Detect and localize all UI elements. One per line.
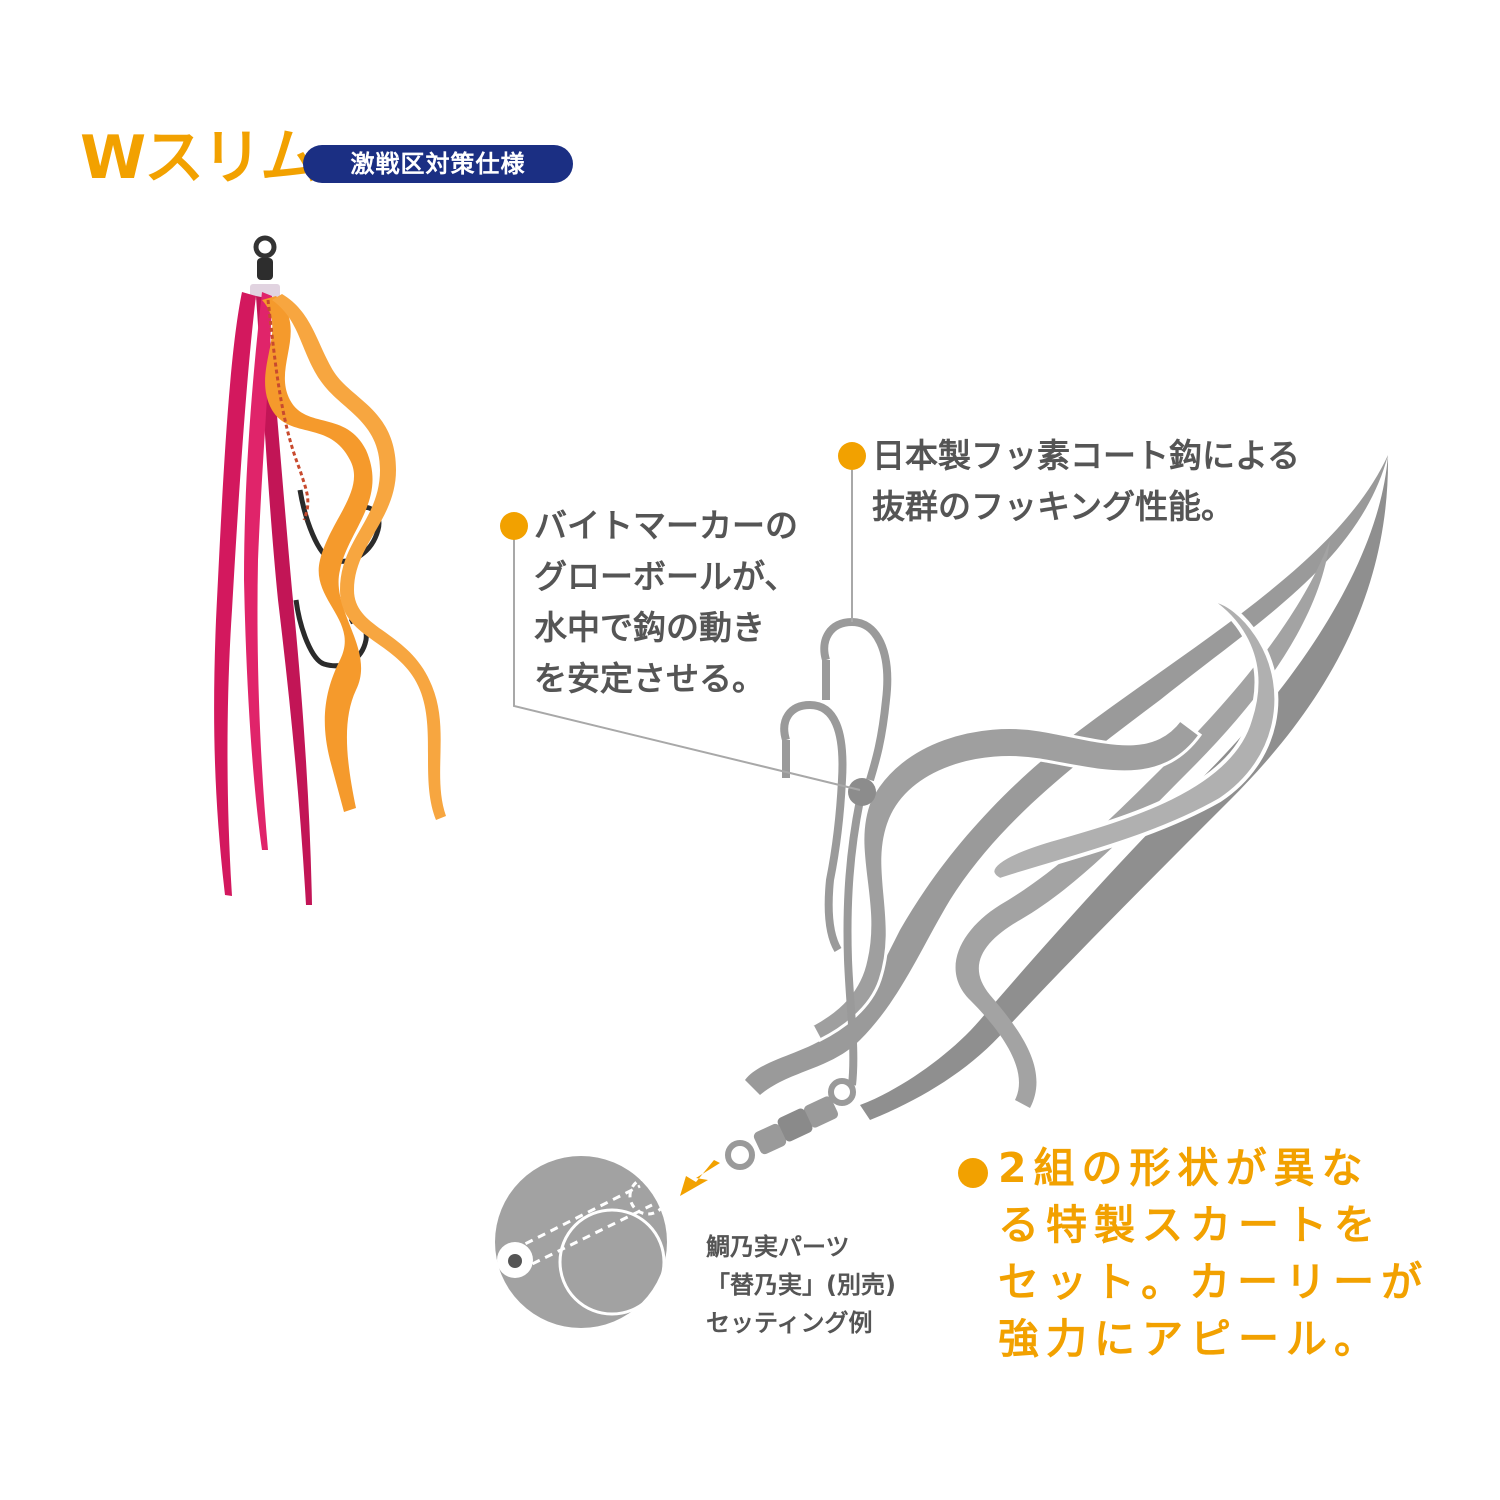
skirt-diagram	[495, 455, 1389, 1328]
bullet-dot-icon	[958, 1158, 988, 1188]
leader-lines	[513, 470, 861, 791]
callout-line: を安定させる。	[534, 659, 765, 698]
callout-line: 日本製フッ素コート鈎による	[872, 436, 1301, 475]
skirt-band	[250, 284, 280, 300]
callout-line: バイトマーカーの	[534, 506, 798, 545]
callout-line: る特製スカートを	[998, 1201, 1382, 1249]
bullet-dot-icon	[500, 512, 528, 540]
callout-line: 水中で鈎の動き	[534, 608, 765, 647]
assist-line	[266, 299, 310, 521]
callout-skirt: 2組の形状が異な る特製スカートを セット。カーリーが 強力にアピール。	[998, 1140, 1429, 1368]
pink-skirt	[214, 292, 312, 905]
glow-ball-icon	[848, 778, 876, 806]
callout-line: 抜群のフッキング性能。	[872, 487, 1235, 526]
orange-arrow-icon	[680, 1160, 720, 1196]
diagram-hooks-icon	[780, 617, 892, 1086]
product-photo	[214, 235, 446, 905]
orange-skirt	[262, 294, 446, 820]
sinker-head-icon	[495, 1156, 668, 1328]
callout-parts: 鯛乃実パーツ 「替乃実」(別売) セッティング例	[706, 1228, 896, 1342]
callout-line: 強力にアピール。	[998, 1315, 1382, 1363]
callout-line: セット。カーリーが	[998, 1258, 1430, 1306]
swivel-icon	[257, 258, 273, 280]
callout-line: 鯛乃実パーツ	[706, 1233, 850, 1261]
callout-line: 「替乃実」(別売)	[706, 1271, 896, 1299]
diagram-swivel-icon	[725, 1078, 856, 1170]
callout-bite-marker: バイトマーカーの グローボールが、 水中で鈎の動き を安定させる。	[534, 500, 798, 704]
callout-line: 2組の形状が異な	[998, 1144, 1370, 1192]
bullet-dot-icon	[838, 442, 866, 470]
callout-line: セッティング例	[706, 1309, 873, 1337]
spec-badge: 激戦区対策仕様	[303, 145, 573, 183]
product-title: Wスリム	[80, 123, 320, 193]
callout-hooks: 日本製フッ素コート鈎による 抜群のフッキング性能。	[872, 430, 1300, 532]
callout-line: グローボールが、	[534, 557, 798, 596]
swivel-ring-icon	[253, 235, 277, 259]
